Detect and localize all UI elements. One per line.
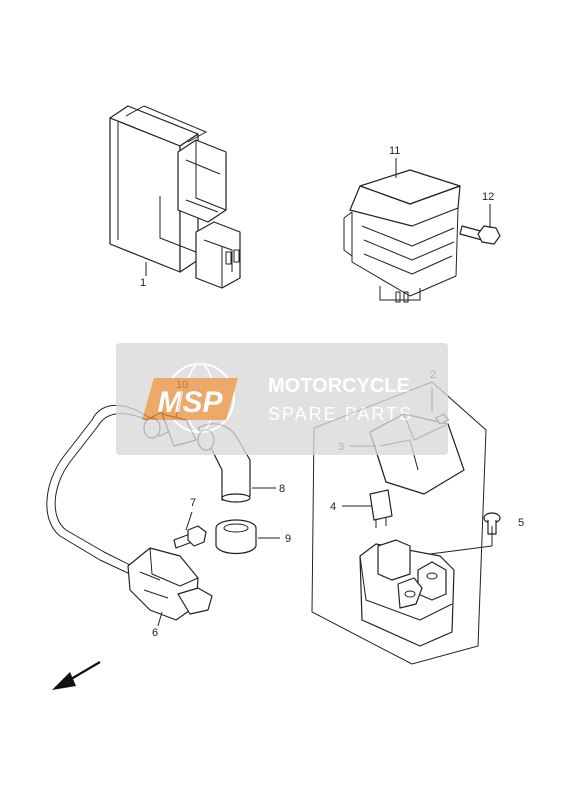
part-4-fuse[interactable]: [369, 489, 393, 528]
part-1-ecu-unit[interactable]: [109, 105, 241, 289]
watermark-logo-text: MSP: [157, 386, 223, 419]
callout-7: 7: [190, 497, 196, 509]
watermark-logo-badge: [142, 378, 238, 420]
watermark-line1: MOTORCYCLE: [268, 375, 410, 397]
callout-11: 11: [389, 145, 400, 157]
callout-5: 5: [518, 517, 524, 529]
callout-6: 6: [152, 627, 158, 639]
part-12-bolt[interactable]: [459, 225, 501, 245]
starter-relay[interactable]: [359, 539, 455, 647]
callout-1: 1: [140, 277, 146, 289]
watermark-box: [116, 343, 448, 455]
part-11-regulator-rectifier[interactable]: [343, 169, 461, 303]
callout-8: 8: [279, 483, 285, 495]
watermark-line2: SPARE PARTS: [268, 404, 413, 424]
front-direction-arrow-icon: [52, 661, 101, 690]
part-7-bolt[interactable]: [173, 525, 207, 549]
watermark: MSP MOTORCYCLE SPARE PARTS: [116, 343, 448, 455]
callout-4: 4: [330, 501, 336, 513]
part-9-grommet[interactable]: [215, 519, 257, 555]
callout-12: 12: [482, 191, 494, 203]
callout-9: 9: [285, 533, 291, 545]
